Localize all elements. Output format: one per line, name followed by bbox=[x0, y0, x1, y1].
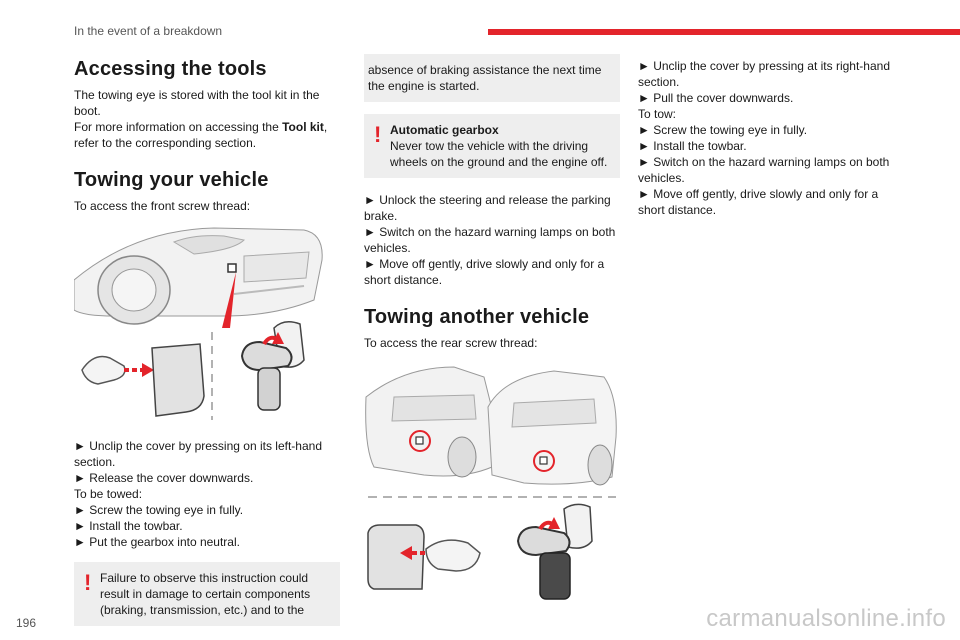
header-section-title: In the event of a breakdown bbox=[74, 24, 223, 38]
step-move-off: ► Move off gently, drive slowly and only… bbox=[364, 257, 605, 287]
watermark-text: carmanualsonline.info bbox=[706, 605, 946, 632]
rear-tow-illustration bbox=[365, 366, 617, 600]
heading-accessing-tools: Accessing the tools bbox=[74, 58, 267, 80]
warning-note-continued: absence of braking assistance the next t… bbox=[364, 54, 620, 102]
column-right: ► Unclip the cover by pressing at its ri… bbox=[638, 58, 898, 218]
warning-note: ! Failure to observe this instruction co… bbox=[74, 562, 340, 626]
step-unclip-right: ► Unclip the cover by pressing at its ri… bbox=[638, 59, 890, 89]
step-hazard-lamps: ► Switch on the hazard warning lamps on … bbox=[638, 155, 890, 185]
step-hazard-lamps: ► Switch on the hazard warning lamps on … bbox=[364, 225, 616, 255]
heading-towing-your-vehicle: Towing your vehicle bbox=[74, 169, 269, 191]
tools-paragraph-2: For more information on accessing the To… bbox=[74, 120, 328, 150]
front-access-text: To access the front screw thread: bbox=[74, 199, 251, 213]
automatic-gearbox-note: ! Automatic gearbox Never tow the vehicl… bbox=[364, 114, 620, 178]
steps-list-middle: ► Unlock the steering and release the pa… bbox=[364, 192, 620, 288]
red-pointer bbox=[222, 272, 236, 328]
front-tow-illustration bbox=[74, 227, 323, 420]
step-install-towbar: ► Install the towbar. bbox=[638, 139, 747, 153]
step-unlock-steering: ► Unlock the steering and release the pa… bbox=[364, 193, 611, 223]
sedan-tow-point-marker bbox=[533, 450, 555, 472]
automatic-gearbox-title: Automatic gearbox bbox=[390, 123, 499, 137]
header-accent-bar bbox=[488, 29, 960, 35]
step-install-towbar: ► Install the towbar. bbox=[74, 519, 183, 533]
to-tow-label: To tow: bbox=[638, 107, 677, 121]
warning-icon: ! bbox=[374, 122, 382, 147]
hand-icon bbox=[425, 539, 481, 572]
suv-tow-point-marker bbox=[409, 430, 431, 452]
page-number: 196 bbox=[16, 616, 37, 630]
column-middle: absence of braking assistance the next t… bbox=[364, 54, 620, 607]
step-neutral: ► Put the gearbox into neutral. bbox=[74, 535, 240, 549]
column-left: Accessing the tools The towing eye is st… bbox=[74, 58, 340, 626]
warning-icon: ! bbox=[84, 570, 92, 595]
tools-paragraph-1: The towing eye is stored with the tool k… bbox=[74, 88, 320, 118]
rear-access-text: To access the rear screw thread: bbox=[364, 336, 538, 350]
step-screw-eye: ► Screw the towing eye in fully. bbox=[638, 123, 808, 137]
tool-kit-reference: Tool kit bbox=[282, 120, 324, 134]
rear-cover-panel bbox=[367, 524, 425, 590]
step-move-off: ► Move off gently, drive slowly and only… bbox=[638, 187, 879, 217]
cover-panel bbox=[151, 343, 205, 417]
front-screw-cover bbox=[227, 263, 237, 273]
step-pull-cover: ► Pull the cover downwards. bbox=[638, 91, 794, 105]
towing-eye-icon bbox=[563, 503, 593, 549]
step-screw-eye: ► Screw the towing eye in fully. bbox=[74, 503, 244, 517]
automatic-gearbox-text: Never tow the vehicle with the driving w… bbox=[390, 139, 608, 169]
step-release-cover: ► Release the cover downwards. bbox=[74, 471, 254, 485]
hand-icon bbox=[81, 355, 126, 385]
warning-text: Failure to observe this instruction coul… bbox=[100, 571, 311, 617]
steps-list-rear: ► Unclip the cover by pressing at its ri… bbox=[638, 58, 898, 218]
steps-list-front: ► Unclip the cover by pressing on its le… bbox=[74, 438, 340, 550]
warning-continued-text: absence of braking assistance the next t… bbox=[368, 63, 602, 93]
to-be-towed-label: To be towed: bbox=[74, 487, 143, 501]
step-unclip-left: ► Unclip the cover by pressing on its le… bbox=[74, 439, 322, 469]
heading-towing-another-vehicle: Towing another vehicle bbox=[364, 306, 590, 328]
